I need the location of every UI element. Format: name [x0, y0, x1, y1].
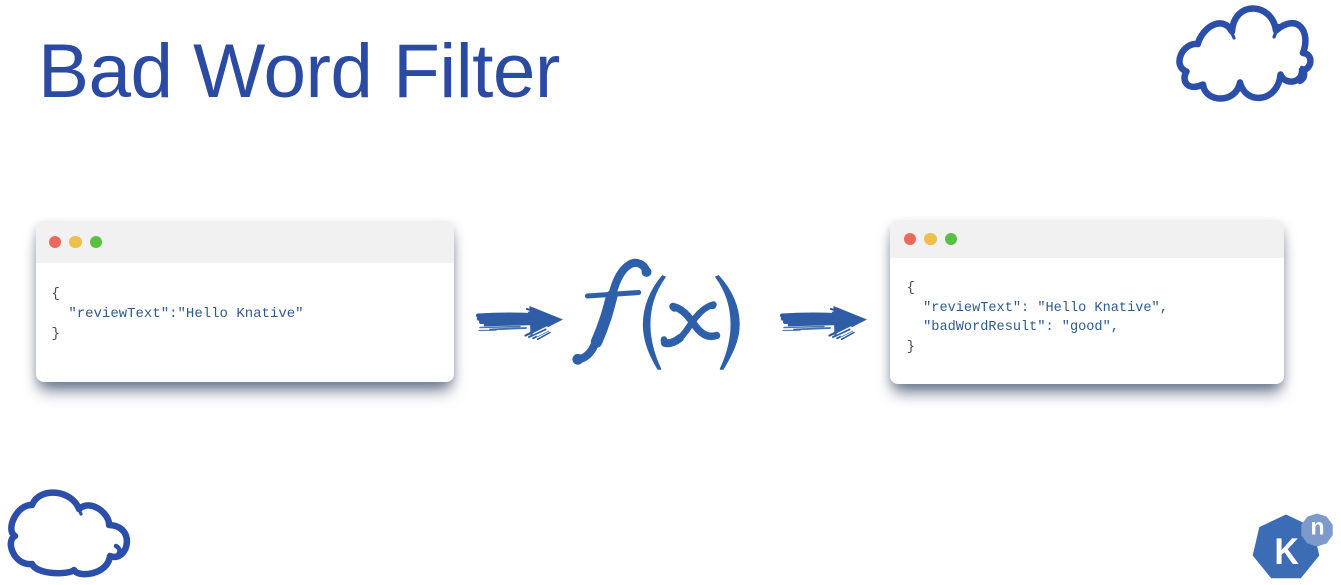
svg-text:K: K — [1274, 531, 1299, 572]
svg-text:n: n — [1310, 514, 1324, 540]
